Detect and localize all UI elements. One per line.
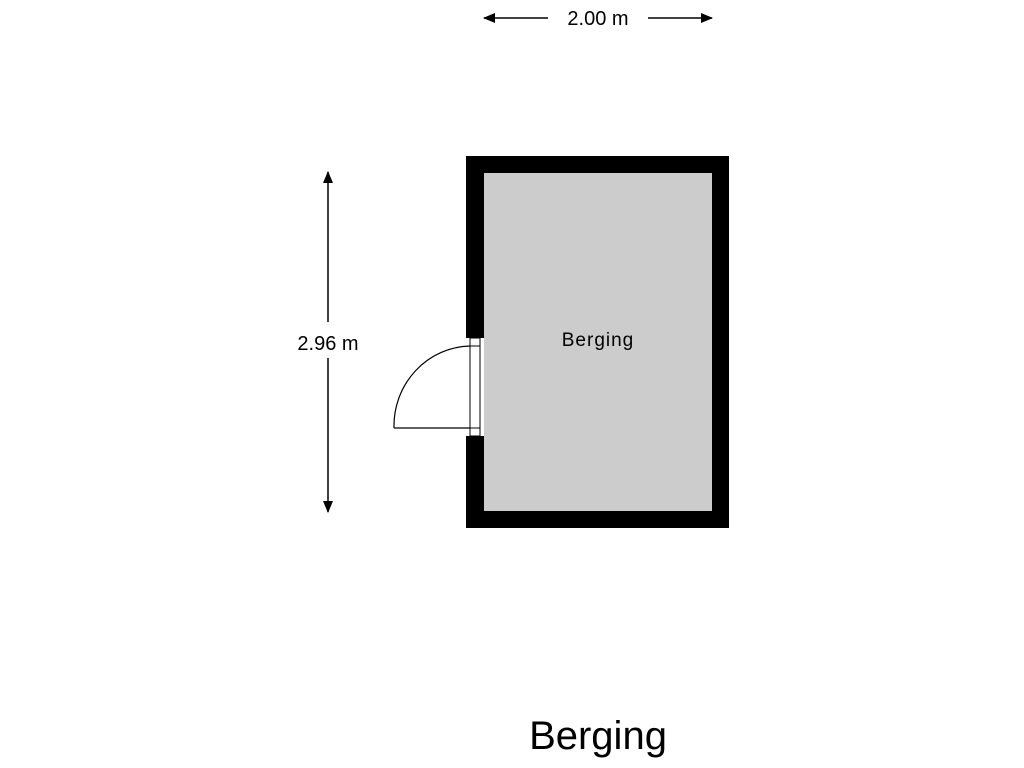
- height-dimension-label: 2.96 m: [297, 333, 358, 355]
- door-frame-top: [469, 337, 481, 347]
- floor-title: Berging: [529, 714, 667, 758]
- door-frame-bottom: [469, 427, 481, 437]
- door-opening: [466, 338, 484, 436]
- height-dimension: 2.96 m: [292, 171, 364, 513]
- room-label: Berging: [562, 330, 635, 351]
- width-dimension: 2.00 m: [483, 8, 713, 30]
- door-swing-arc: [393, 345, 471, 429]
- room-floor: [484, 173, 712, 511]
- room-storage: Berging: [393, 156, 729, 528]
- width-dimension-label: 2.00 m: [567, 8, 628, 30]
